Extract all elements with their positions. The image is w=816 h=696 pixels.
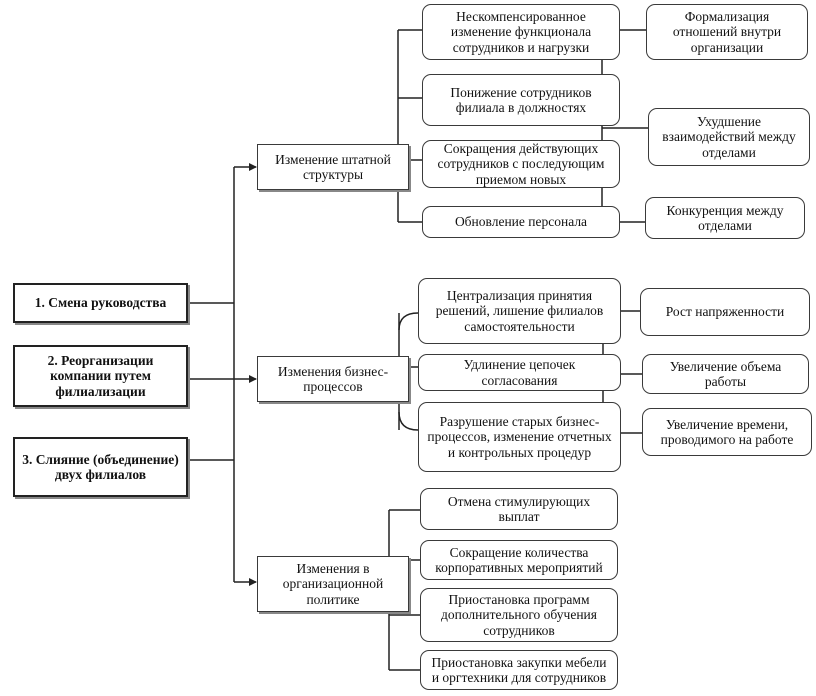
biznes-process-label: Изменения бизнес-процессов [277,363,389,395]
shtat-item-box: Понижение сотрудников филиала в должност… [422,74,620,126]
biznes-effect-box: Увеличение объема работы [642,354,809,394]
shtat-item-label: Нескомпенсированное изменение функционал… [450,8,592,55]
biznes-process-box: Изменения бизнес-процессов [257,356,409,402]
shtat-item-label: Сокращения действующих сотрудников с пос… [437,140,605,187]
smena-rukovodstva-box: 1. Смена руководства [13,283,188,323]
shtat-structure-box: Изменение штатной структуры [257,144,409,190]
biznes-item-box: Централизация принятия решений, лишение … [418,278,621,344]
politika-item-label: Приостановка программ дополнительного об… [441,591,597,638]
shtat-item-label: Понижение сотрудников филиала в должност… [450,84,592,116]
org-policy-box: Изменения в организационной политике [257,556,409,612]
biznes-effect-box: Рост напряженности [640,288,810,336]
biznes-item-label: Удлинение цепочек согласования [463,357,576,388]
shtat-effect-label: Формализация отношений внутри организаци… [672,8,782,55]
politika-item-box: Приостановка закупки мебели и оргтехники… [420,650,618,690]
shtat-effect-box: Ухудшение взаимодействий между отделами [648,108,810,166]
org-policy-label: Изменения в организационной политике [282,560,384,607]
politika-item-label: Приостановка закупки мебели и оргтехники… [431,654,607,686]
smena-rukovodstva-label: 1. Смена руководства [34,295,167,311]
shtat-effect-label: Конкуренция между отделами [666,202,784,234]
biznes-effect-label: Увеличение объема работы [669,358,782,390]
reorganizatsiya-label: 2. Реорганизации компании путем филиализ… [47,352,154,399]
shtat-item-box: Обновление персонала [422,206,620,238]
shtat-effect-box: Формализация отношений внутри организаци… [646,4,808,60]
shtat-item-box: Нескомпенсированное изменение функционал… [422,4,620,60]
biznes-effect-label: Рост напряженности [665,304,785,320]
politika-item-label: Отмена стимулирующих выплат [447,493,591,525]
shtat-effect-label: Ухудшение взаимодействий между отделами [662,113,796,160]
biznes-item-box: Удлинение цепочек согласования [418,354,621,391]
biznes-item-box: Разрушение старых бизнес-процессов, изме… [418,402,621,472]
politika-item-box: Отмена стимулирующих выплат [420,488,618,530]
sliyanie-label: 3. Слияние (объединение) двух филиалов [22,451,179,483]
reorganizatsiya-box: 2. Реорганизации компании путем филиализ… [13,345,188,407]
biznes-item-label: Разрушение старых бизнес-процессов, изме… [427,413,612,460]
politika-item-box: Сокращение количества корпоративных меро… [420,540,618,580]
biznes-effect-label: Увеличение времени, проводимого на работ… [660,416,794,448]
shtat-effect-box: Конкуренция между отделами [645,197,805,239]
shtat-item-label: Обновление персонала [454,214,588,230]
sliyanie-box: 3. Слияние (объединение) двух филиалов [13,437,188,497]
biznes-effect-box: Увеличение времени, проводимого на работ… [642,408,812,456]
politika-item-box: Приостановка программ дополнительного об… [420,588,618,642]
shtat-item-box: Сокращения действующих сотрудников с пос… [422,140,620,188]
biznes-item-label: Централизация принятия решений, лишение … [435,287,604,334]
shtat-structure-label: Изменение штатной структуры [275,151,391,183]
politika-item-label: Сокращение количества корпоративных меро… [435,544,603,576]
